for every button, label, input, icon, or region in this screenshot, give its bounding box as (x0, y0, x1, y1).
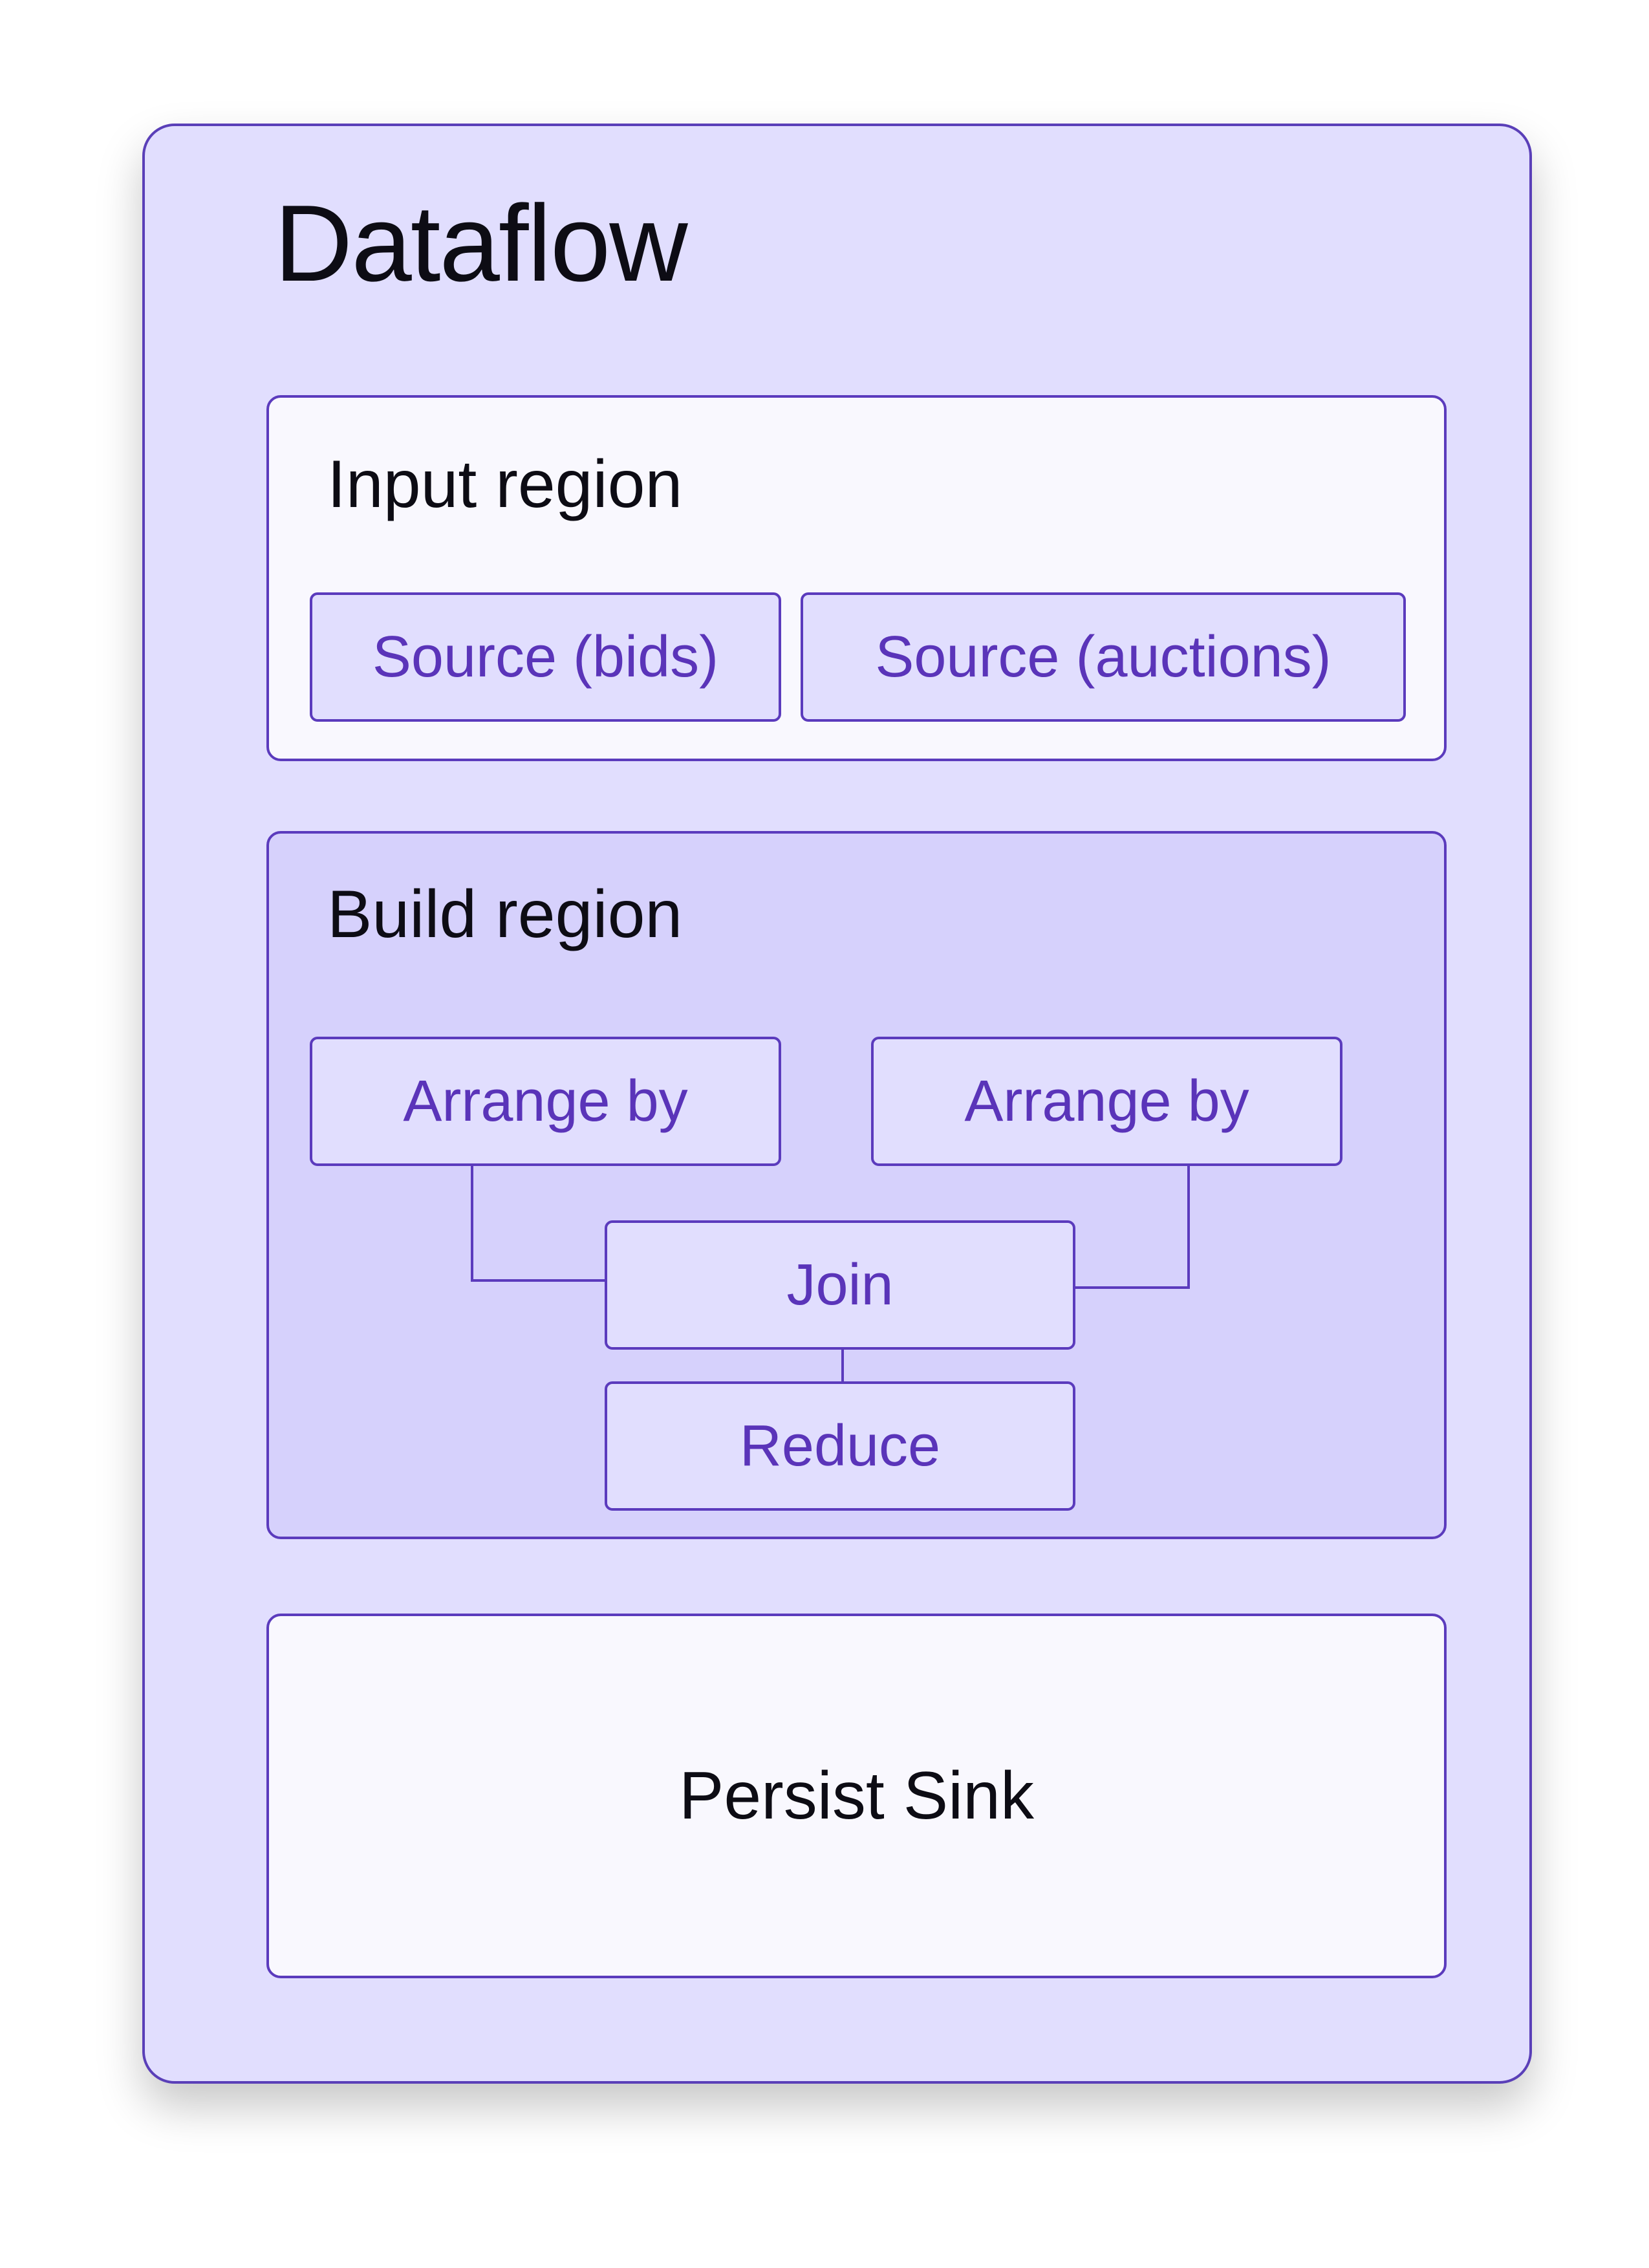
source-bids-label: Source (bids) (372, 625, 719, 689)
reduce-node: Reduce (605, 1381, 1075, 1511)
join-node: Join (605, 1220, 1075, 1350)
persist-sink-label: Persist Sink (678, 1758, 1035, 1833)
input-region-title: Input region (327, 447, 683, 522)
build-region-title: Build region (327, 877, 683, 952)
dataflow-title: Dataflow (274, 182, 688, 304)
arrange-by-right-node: Arrange by (871, 1037, 1342, 1166)
join-label: Join (786, 1253, 894, 1317)
arrange-by-left-label: Arrange by (403, 1069, 688, 1134)
arrange-by-left-node: Arrange by (310, 1037, 781, 1166)
persist-sink-region (266, 1614, 1447, 1978)
arrange-by-right-label: Arrange by (964, 1069, 1249, 1134)
source-auctions-label: Source (auctions) (875, 625, 1331, 689)
reduce-label: Reduce (739, 1414, 941, 1478)
source-auctions-node: Source (auctions) (801, 592, 1406, 722)
source-bids-node: Source (bids) (310, 592, 781, 722)
build-region (266, 831, 1447, 1539)
